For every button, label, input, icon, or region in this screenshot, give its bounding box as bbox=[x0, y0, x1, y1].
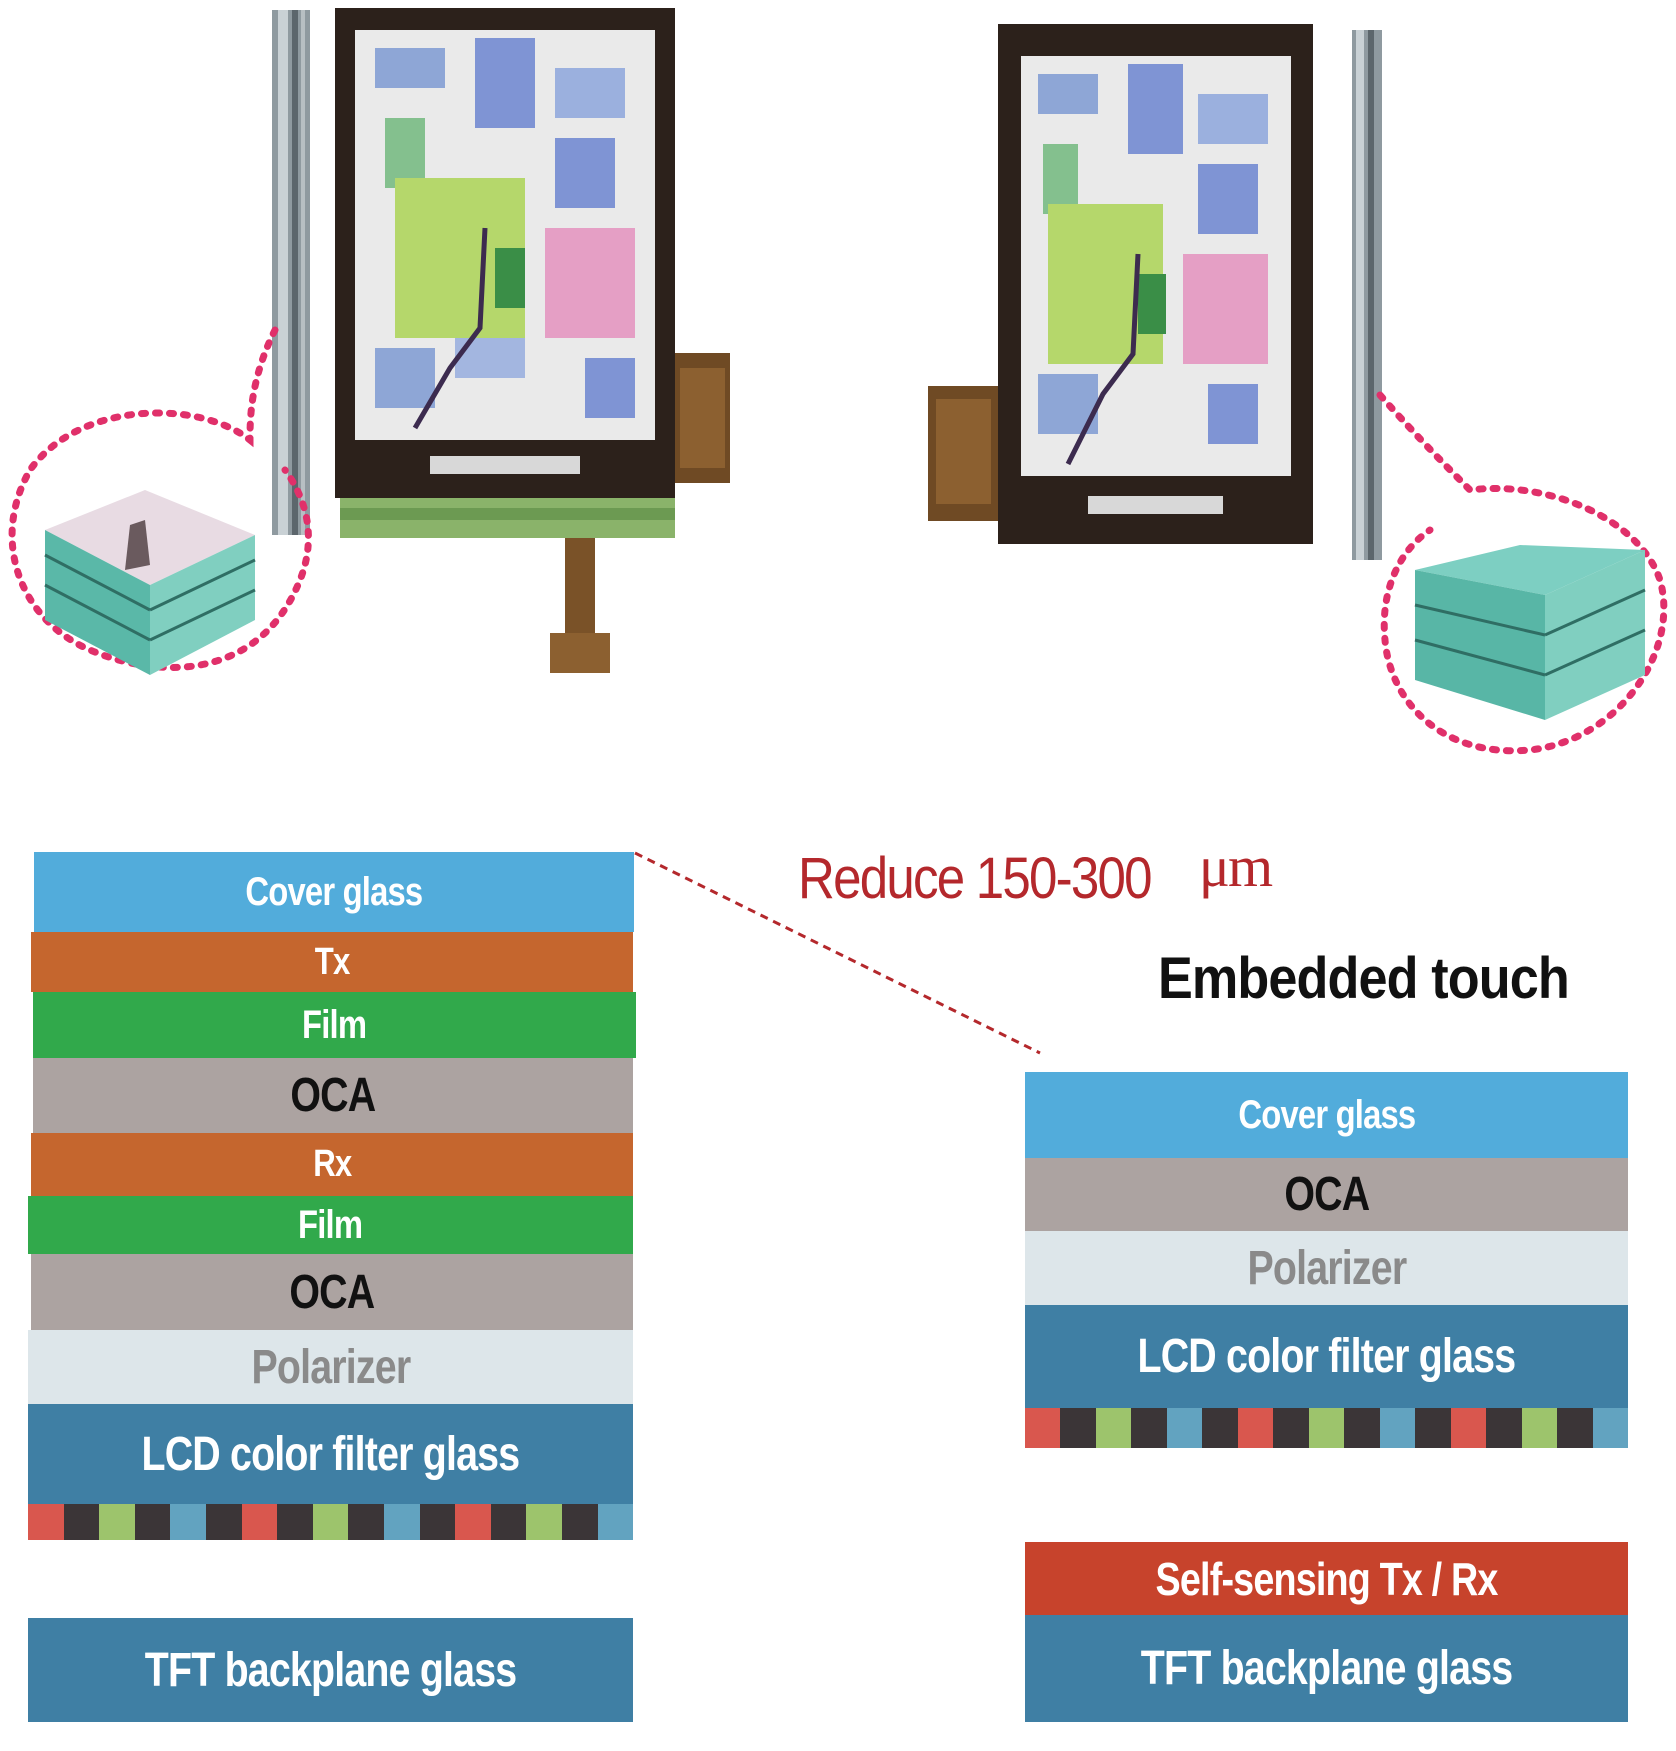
right-layer-lcd-color-filter-glass-label: LCD color filter glass bbox=[1137, 1330, 1517, 1383]
right-layer-cover-glass-label: Cover glass bbox=[1238, 1092, 1416, 1137]
color-filter-cell bbox=[455, 1504, 491, 1540]
left-layer-lcd-color-filter-glass-label: LCD color filter glass bbox=[141, 1427, 521, 1481]
color-filter-cell bbox=[1521, 1408, 1558, 1448]
right-layer-callout bbox=[1376, 391, 1668, 755]
right-layer-tft-backplane-glass: TFT backplane glass bbox=[1025, 1615, 1628, 1722]
right-color-filter-stripe bbox=[1025, 1408, 1628, 1448]
embedded-touch-heading: Embedded touch bbox=[1158, 945, 1614, 1012]
left-layer-lcd-color-filter-glass: LCD color filter glass bbox=[28, 1404, 633, 1504]
color-filter-cell bbox=[526, 1504, 562, 1540]
color-filter-cell bbox=[383, 1504, 420, 1540]
left-layer-oca-2-label: OCA bbox=[289, 1265, 375, 1319]
color-filter-cell bbox=[1237, 1408, 1274, 1448]
color-filter-cell bbox=[1344, 1408, 1380, 1448]
left-layer-rx: Rx bbox=[31, 1133, 633, 1196]
color-filter-cell bbox=[1166, 1408, 1203, 1448]
color-filter-cell bbox=[1060, 1408, 1096, 1448]
left-layer-cover-glass: Cover glass bbox=[34, 852, 634, 932]
color-filter-cell bbox=[63, 1504, 100, 1540]
left-layer-film-1-label: Film bbox=[302, 1002, 367, 1047]
color-filter-cell bbox=[561, 1504, 598, 1540]
color-filter-cell bbox=[1557, 1408, 1593, 1448]
left-layer-oca-2: OCA bbox=[31, 1254, 633, 1330]
left-layer-film-2: Film bbox=[28, 1196, 633, 1254]
left-layer-callout bbox=[8, 326, 312, 675]
left-device-edge bbox=[272, 10, 310, 535]
right-layer-oca-label: OCA bbox=[1283, 1168, 1370, 1221]
color-filter-cell bbox=[1025, 1408, 1061, 1448]
right-display-module bbox=[928, 24, 1313, 544]
right-layer-lcd-color-filter-glass: LCD color filter glass bbox=[1025, 1305, 1628, 1408]
color-filter-cell bbox=[1131, 1408, 1167, 1448]
color-filter-cell bbox=[99, 1504, 135, 1540]
reduce-annotation-text: Reduce 150-300 bbox=[798, 846, 1153, 911]
right-layer-self-sensing-tx-rx: Self-sensing Tx / Rx bbox=[1025, 1542, 1628, 1615]
color-filter-cell bbox=[490, 1504, 527, 1540]
color-filter-cell bbox=[277, 1504, 313, 1540]
left-display-module bbox=[335, 8, 730, 673]
right-layer-polarizer-label: Polarizer bbox=[1247, 1241, 1407, 1295]
embedded-touch-heading-text: Embedded touch bbox=[1158, 946, 1570, 1011]
left-layer-film-1: Film bbox=[33, 992, 636, 1058]
color-filter-cell bbox=[134, 1504, 171, 1540]
left-layer-polarizer: Polarizer bbox=[28, 1330, 633, 1404]
reduce-annotation-unit: μm bbox=[1198, 834, 1273, 899]
left-layer-polarizer-label: Polarizer bbox=[251, 1340, 411, 1394]
color-filter-cell bbox=[205, 1504, 242, 1540]
right-device-edge bbox=[1352, 30, 1382, 560]
color-filter-cell bbox=[1379, 1408, 1416, 1448]
color-filter-cell bbox=[1450, 1408, 1487, 1448]
left-layer-tx: Tx bbox=[31, 932, 633, 992]
color-filter-cell bbox=[1095, 1408, 1132, 1448]
color-filter-cell bbox=[597, 1504, 634, 1540]
left-layer-tx-label: Tx bbox=[314, 940, 351, 983]
left-color-filter-stripe bbox=[28, 1504, 634, 1540]
left-layer-tft-backplane-glass: TFT backplane glass bbox=[28, 1618, 633, 1722]
left-layer-film-2-label: Film bbox=[298, 1202, 363, 1247]
left-layer-oca-1: OCA bbox=[33, 1058, 633, 1133]
color-filter-cell bbox=[1592, 1408, 1628, 1448]
color-filter-cell bbox=[419, 1504, 456, 1540]
color-filter-cell bbox=[1308, 1408, 1345, 1448]
reduction-connector-line bbox=[634, 851, 1041, 1055]
color-filter-cell bbox=[170, 1504, 206, 1540]
color-filter-cell bbox=[1415, 1408, 1451, 1448]
right-layer-oca: OCA bbox=[1025, 1158, 1628, 1231]
color-filter-cell bbox=[1486, 1408, 1522, 1448]
left-layer-oca-1-label: OCA bbox=[290, 1069, 376, 1122]
right-layer-cover-glass: Cover glass bbox=[1025, 1072, 1628, 1158]
left-layer-rx-label: Rx bbox=[312, 1143, 352, 1185]
right-layer-self-sensing-tx-rx-label: Self-sensing Tx / Rx bbox=[1155, 1552, 1498, 1605]
color-filter-cell bbox=[241, 1504, 278, 1540]
right-layer-tft-backplane-glass-label: TFT backplane glass bbox=[1140, 1642, 1513, 1695]
reduce-annotation: Reduce 150-300 μm bbox=[798, 834, 1273, 912]
left-layer-tft-backplane-glass-label: TFT backplane glass bbox=[144, 1643, 517, 1697]
right-layer-polarizer: Polarizer bbox=[1025, 1231, 1628, 1305]
color-filter-cell bbox=[348, 1504, 384, 1540]
color-filter-cell bbox=[312, 1504, 349, 1540]
color-filter-cell bbox=[28, 1504, 64, 1540]
color-filter-cell bbox=[1202, 1408, 1238, 1448]
left-layer-cover-glass-label: Cover glass bbox=[245, 869, 424, 914]
color-filter-cell bbox=[1273, 1408, 1309, 1448]
